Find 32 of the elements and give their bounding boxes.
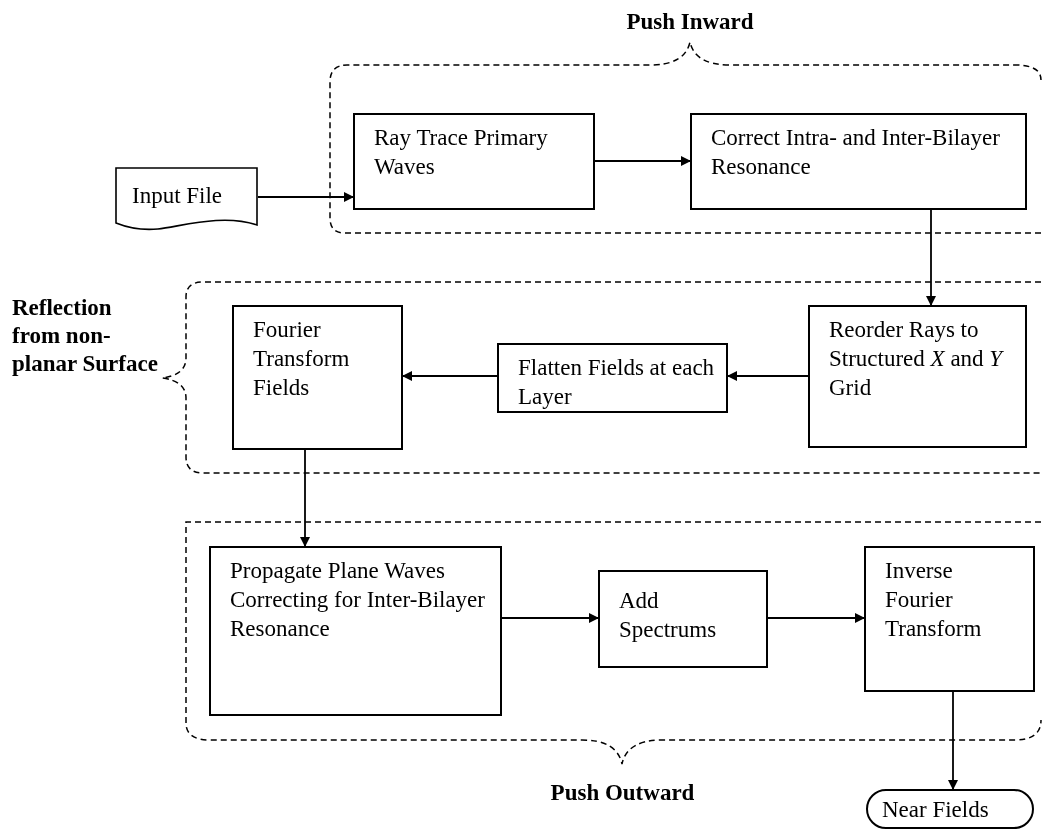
node-text: Flatten Fields at each Layer xyxy=(518,354,716,411)
arrow xyxy=(594,156,691,166)
node-text: Input File xyxy=(132,182,224,210)
process-box xyxy=(864,546,1035,692)
arrow xyxy=(300,449,310,547)
arrow xyxy=(926,209,936,306)
node-text: Near Fields xyxy=(882,796,990,824)
process-box xyxy=(690,113,1027,210)
arrow xyxy=(501,613,599,623)
process-box xyxy=(598,570,768,668)
process-box xyxy=(808,305,1027,448)
node-text: Reorder Rays to Structured X and Y Grid xyxy=(829,316,1005,402)
terminal-shape xyxy=(866,789,1034,829)
arrow xyxy=(727,371,809,381)
arrow xyxy=(402,371,498,381)
process-box xyxy=(232,305,403,450)
arrow xyxy=(767,613,865,623)
group-label: Push Outward xyxy=(549,779,696,807)
arrow xyxy=(948,691,958,790)
node-text: Correct Intra- and Inter-Bilayer Resonance xyxy=(711,124,1001,181)
group-label: Push Inward xyxy=(625,8,755,36)
arrow xyxy=(257,192,354,202)
node-text: Fourier Transform Fields xyxy=(253,316,351,402)
document-shape xyxy=(115,167,258,231)
node-text: Inverse Fourier Transform xyxy=(885,557,983,643)
process-box xyxy=(353,113,595,210)
process-box xyxy=(497,343,728,413)
node-text: Propagate Plane Waves Correcting for Inter-Bilayer Resonance xyxy=(230,557,486,643)
process-box xyxy=(209,546,502,716)
group-label: Reflection from non-planar Surface xyxy=(12,294,159,378)
node-text: Add Spectrums xyxy=(619,587,718,644)
node-text: Ray Trace Primary Waves xyxy=(374,124,549,181)
